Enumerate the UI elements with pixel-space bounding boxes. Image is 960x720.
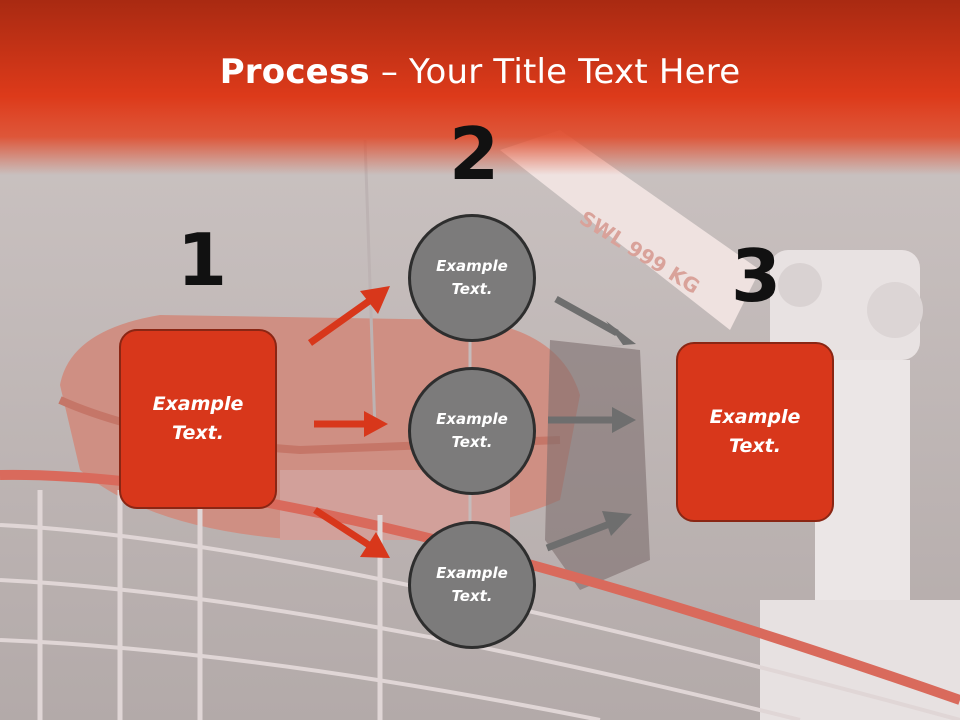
circle-middle-text: Example Text. [436, 408, 508, 454]
step-number-2: 2 [449, 112, 500, 196]
arrow-red-right [314, 411, 388, 437]
title-rest: – Your Title Text Here [369, 52, 741, 92]
circle-top-text: Example Text. [436, 255, 508, 301]
step-3-text: Example Text. [710, 403, 801, 461]
circle-middle-text-line1: Example [436, 410, 508, 428]
circle-bottom-text-line1: Example [436, 564, 508, 582]
arrow-gray-up [545, 511, 632, 552]
step-3-text-line2: Text. [729, 435, 781, 457]
arrow-red-down [313, 507, 390, 558]
slide-title: Process – Your Title Text Here [0, 52, 960, 92]
arrow-red-up [307, 286, 390, 346]
circle-middle-text-line2: Text. [451, 433, 493, 451]
arrow-gray-right [548, 407, 636, 433]
circle-top-text-line2: Text. [451, 280, 493, 298]
step-3-text-line1: Example [709, 406, 801, 428]
arrow-gray-down [554, 295, 636, 347]
step-3-box[interactable]: Example Text. [676, 342, 834, 522]
step-number-1: 1 [177, 218, 228, 302]
circle-bottom-text: Example Text. [436, 562, 508, 608]
step-1-text-line1: Example [152, 393, 244, 415]
step-1-text: Example Text. [153, 390, 244, 448]
circle-top-text-line1: Example [436, 257, 508, 275]
title-bold: Process [219, 52, 370, 92]
step-2-circle-top[interactable]: Example Text. [408, 214, 536, 342]
step-2-circle-middle[interactable]: Example Text. [408, 367, 536, 495]
circle-bottom-text-line2: Text. [451, 587, 493, 605]
step-1-text-line2: Text. [172, 422, 224, 444]
step-2-circle-bottom[interactable]: Example Text. [408, 521, 536, 649]
step-1-box[interactable]: Example Text. [119, 329, 277, 509]
step-number-3: 3 [731, 234, 782, 318]
